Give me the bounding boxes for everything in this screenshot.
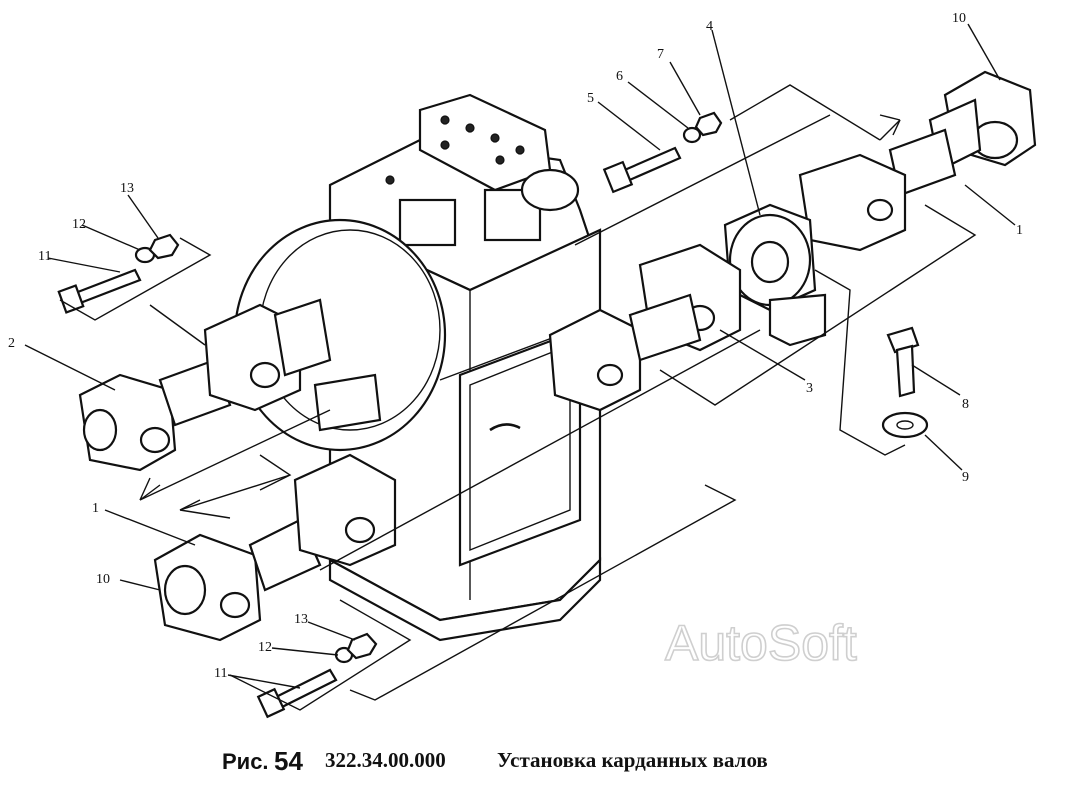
washer-9 <box>881 411 929 439</box>
hardware-top-right <box>602 111 723 194</box>
callout-12-top: 12 <box>72 217 86 232</box>
left-lower-propeller-shaft <box>153 453 397 642</box>
assembly-lines <box>59 84 977 711</box>
callout-8: 8 <box>962 397 969 412</box>
callout-4: 4 <box>706 19 713 34</box>
callout-2: 2 <box>8 336 15 351</box>
callout-11-bottom: 11 <box>214 666 227 681</box>
callout-7: 7 <box>657 47 664 62</box>
caption-fig-number: 54 <box>274 746 303 776</box>
callout-10-top: 10 <box>952 11 966 26</box>
callout-3: 3 <box>806 381 813 396</box>
callout-13-top: 13 <box>120 181 134 196</box>
callout-10-bottom: 10 <box>96 572 110 587</box>
leader-lines <box>24 23 1016 689</box>
gearbox-housing <box>233 93 602 642</box>
figure-caption: Рис. 54 322.34.00.000 Установка карданны… <box>222 746 768 776</box>
callout-12-bottom: 12 <box>258 640 272 655</box>
left-upper-propeller-shaft <box>78 298 332 472</box>
callout-1-left: 1 <box>92 501 99 516</box>
right-propeller-shaft <box>548 70 1037 412</box>
callout-1-right: 1 <box>1016 223 1023 238</box>
hardware-top-left <box>57 233 180 314</box>
callout-11-top: 11 <box>38 249 51 264</box>
bolt-8 <box>886 326 920 398</box>
callout-6: 6 <box>616 69 623 84</box>
caption-title: Установка карданных валов <box>497 748 768 772</box>
caption-fig-prefix: Рис. <box>222 749 269 774</box>
callout-9: 9 <box>962 470 969 485</box>
callout-5: 5 <box>587 91 594 106</box>
caption-code: 322.34.00.000 <box>325 748 446 772</box>
hardware-bottom-left <box>256 632 378 719</box>
watermark: AutoSoft <box>665 615 857 671</box>
callout-labels: 10 1 4 7 6 5 13 12 11 2 1 10 13 12 11 3 … <box>8 11 1023 681</box>
callout-13-bottom: 13 <box>294 612 308 627</box>
